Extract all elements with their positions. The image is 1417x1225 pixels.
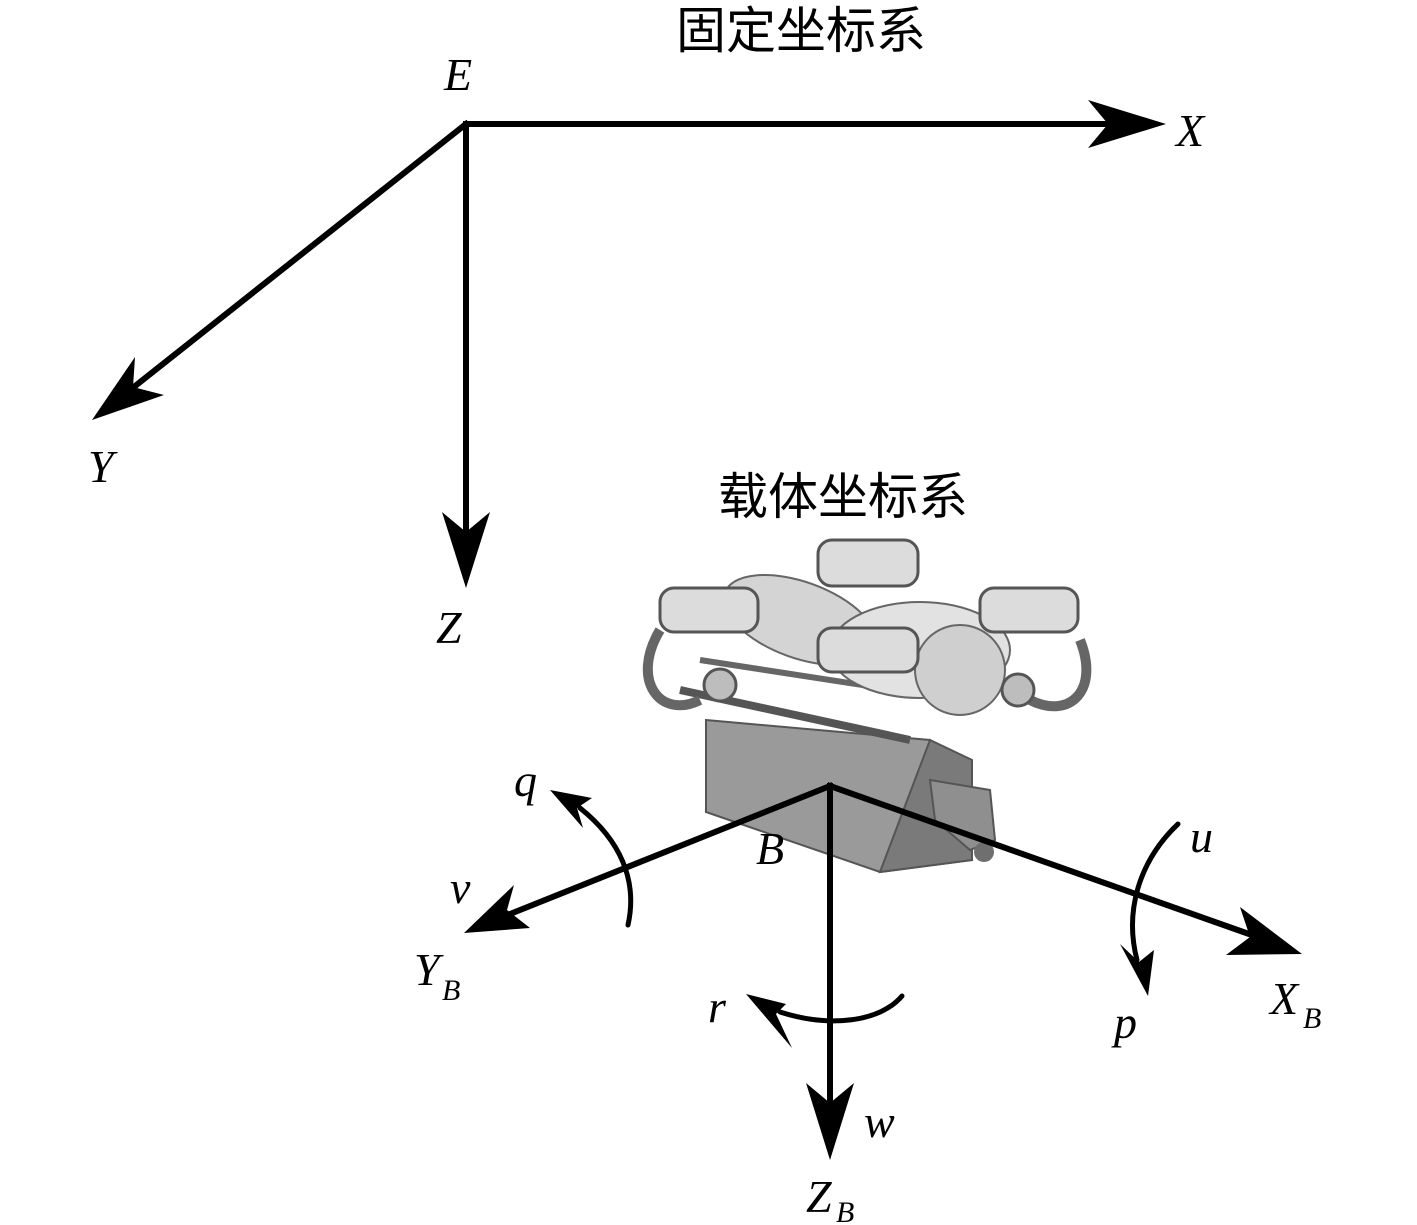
fixed-y-label: Y xyxy=(88,441,118,492)
fixed-frame: 固定坐标系 E X Z Y xyxy=(88,2,1206,653)
body-z-label: Z xyxy=(806,1171,832,1222)
rotation-p-arc xyxy=(1130,821,1181,963)
rate-q-label: q xyxy=(514,755,537,806)
fixed-x-arrowhead xyxy=(1088,100,1166,148)
body-x-label: X xyxy=(1268,973,1300,1024)
body-origin-label: B xyxy=(756,823,784,874)
fixed-frame-title: 固定坐标系 xyxy=(676,2,926,60)
body-x-subscript: B xyxy=(1303,1002,1321,1035)
fixed-z-arrowhead xyxy=(442,512,490,588)
rotation-r-arc xyxy=(777,993,905,1024)
fixed-y-axis xyxy=(120,119,471,399)
fixed-y-arrowhead xyxy=(92,357,164,420)
body-x-axis xyxy=(826,782,1270,944)
rate-p-label: p xyxy=(1111,997,1137,1048)
fixed-x-label: X xyxy=(1174,105,1206,156)
rotation-p-arrowhead xyxy=(1120,944,1154,996)
body-frame: B X B Y B Z B u v w q p r xyxy=(414,755,1321,1225)
rate-r-label: r xyxy=(708,981,727,1032)
velocity-v-label: v xyxy=(450,862,471,913)
body-y-label: Y xyxy=(414,944,444,995)
body-z-arrowhead xyxy=(806,1083,854,1160)
rotation-q-arc xyxy=(577,805,634,928)
rate-r-arrowhead xyxy=(746,994,792,1048)
body-y-axis xyxy=(496,782,834,922)
body-y-arrowhead xyxy=(464,885,530,933)
body-z-subscript: B xyxy=(836,1196,854,1225)
body-frame-title: 载体坐标系 xyxy=(718,468,968,526)
body-x-arrowhead xyxy=(1226,907,1302,955)
fixed-origin-label: E xyxy=(443,49,472,100)
fixed-z-label: Z xyxy=(436,602,462,653)
rotation-q-arrowhead xyxy=(550,790,592,828)
body-y-subscript: B xyxy=(442,974,460,1007)
velocity-w-label: w xyxy=(864,1096,895,1147)
underwater-vehicle-illustration xyxy=(642,538,1092,874)
velocity-u-label: u xyxy=(1190,811,1213,862)
